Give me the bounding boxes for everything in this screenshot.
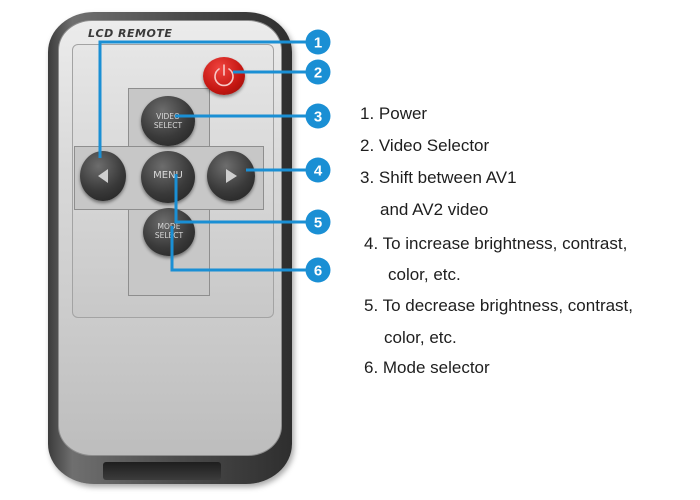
legend-item-video-selector: 2. Video Selector — [360, 136, 490, 155]
legend-item-mode-selector: 6. Mode selector — [364, 358, 490, 377]
callout-line-6 — [170, 226, 318, 272]
legend-item-power: 1. Power — [360, 104, 428, 123]
callout-number-2: 2 — [314, 65, 322, 82]
menu-label: MENU — [153, 170, 183, 181]
legend-item-shift-av: 3. Shift between AV1 — [360, 168, 517, 187]
remote-ir-window — [103, 462, 221, 480]
callout-number-4: 4 — [314, 163, 323, 180]
callout-number-1: 1 — [314, 35, 322, 52]
callout-badge-2 — [305, 59, 331, 85]
left-arrow-button — [80, 151, 126, 201]
power-button — [203, 57, 245, 95]
legend-item-increase-cont: color, etc. — [388, 265, 461, 284]
video-selector-button: VIDEO SELECT — [141, 96, 195, 146]
left-triangle-icon — [98, 169, 108, 183]
callout-badge-1 — [305, 29, 331, 55]
remote-brand-label: LCD REMOTE — [88, 27, 173, 40]
callout-badge-5 — [305, 209, 331, 235]
callout-line-1 — [98, 40, 318, 158]
callout-badge-6 — [305, 257, 331, 283]
power-icon — [214, 64, 234, 87]
callout-number-3: 3 — [314, 109, 322, 126]
callout-badge-3 — [305, 103, 331, 129]
legend-item-decrease: 5. To decrease brightness, contrast, — [364, 296, 634, 315]
legend-item-shift-av-cont: and AV2 video — [380, 200, 489, 219]
right-arrow-button — [207, 151, 255, 201]
legend-item-increase: 4. To increase brightness, contrast, — [364, 234, 628, 253]
mode-selector-label: MODE SELECT — [154, 222, 184, 240]
callout-number-6: 6 — [314, 263, 322, 280]
callout-number-5: 5 — [314, 215, 322, 232]
callout-line-5 — [174, 174, 318, 224]
legend-item-decrease-cont: color, etc. — [384, 328, 457, 347]
video-selector-label: VIDEO SELECT — [153, 112, 183, 130]
right-triangle-icon — [226, 169, 237, 183]
menu-button: MENU — [141, 151, 195, 203]
mode-selector-button: MODE SELECT — [143, 208, 195, 256]
callout-badge-4 — [305, 157, 331, 183]
